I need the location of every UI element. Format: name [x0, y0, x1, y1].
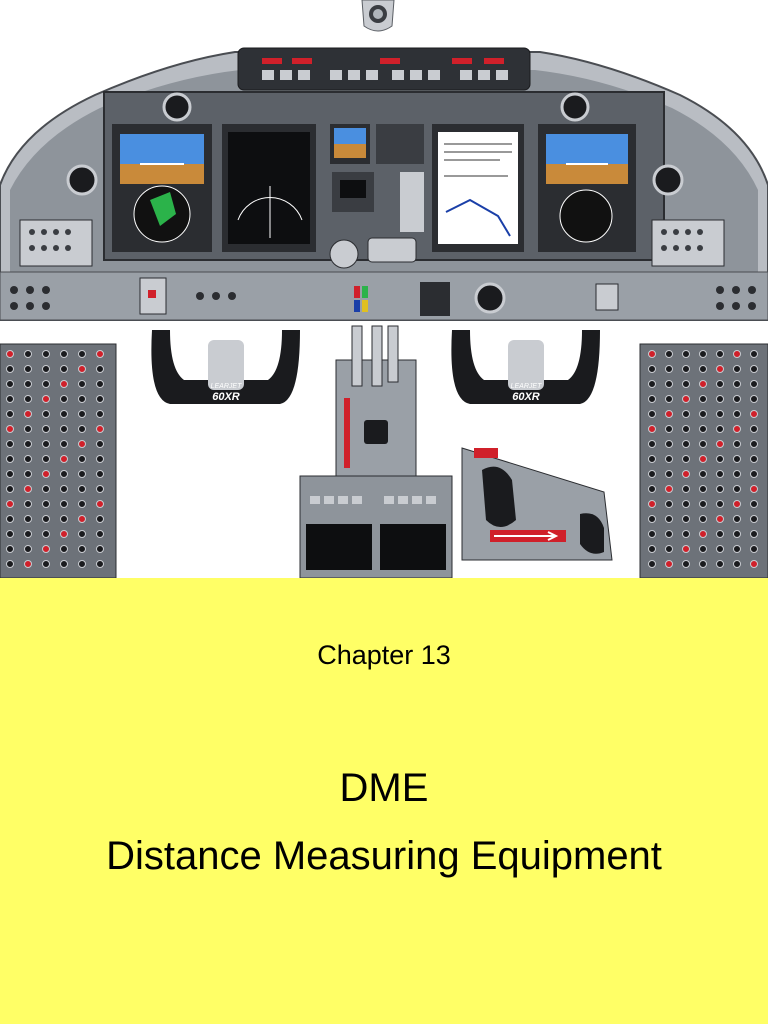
- throttle-quadrant: [335, 325, 417, 477]
- side-console: [461, 447, 613, 561]
- yoke-logo-right: LEARJET: [511, 383, 542, 390]
- yoke-model-right: 60XR: [512, 391, 540, 403]
- title-band: [0, 578, 768, 1024]
- yoke-model-left: 60XR: [212, 391, 240, 403]
- left-yoke: LEARJET 60XR: [151, 330, 300, 404]
- right-yoke: LEARJET 60XR: [451, 330, 600, 404]
- chapter-label: Chapter 13: [317, 640, 451, 670]
- right-circuit-breaker-panel: [639, 343, 768, 578]
- left-circuit-breaker-panel: [0, 343, 117, 578]
- pfd-left: [112, 124, 212, 252]
- mfd-chart: [432, 124, 524, 252]
- title-line2: Distance Measuring Equipment: [106, 834, 662, 878]
- mfd-left: [222, 124, 316, 252]
- title-line1: DME: [339, 766, 429, 810]
- pedestal-fms: [299, 475, 453, 578]
- overhead-light-icon: [361, 0, 395, 32]
- cockpit-illustration: LEARJET 60XR LEARJET 60XR: [0, 0, 768, 578]
- yoke-logo-left: LEARJET: [211, 383, 242, 390]
- standby-display: [329, 124, 424, 269]
- pfd-right: [538, 124, 636, 252]
